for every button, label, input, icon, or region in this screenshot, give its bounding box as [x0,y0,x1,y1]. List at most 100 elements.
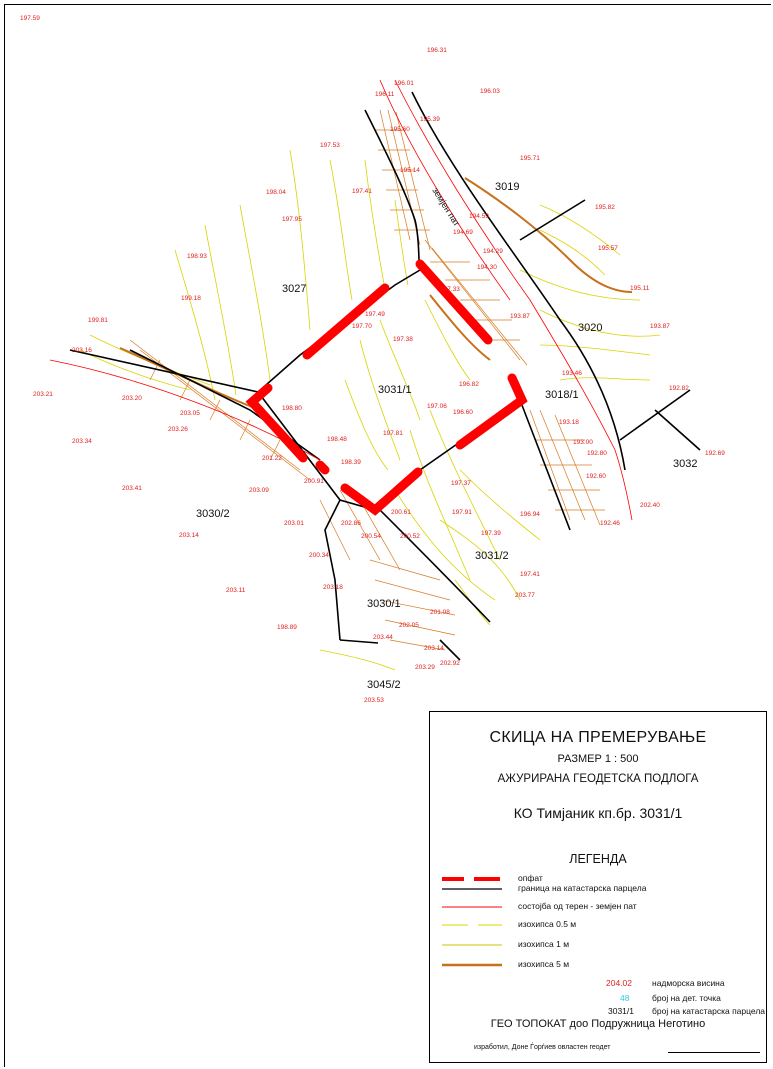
elevation-label: 200.52 [400,533,420,540]
elevation-label: 192.82 [669,385,689,392]
elevation-label: 193.87 [510,313,530,320]
elevation-label: 198.48 [327,436,347,443]
legend-sample-elevation: 204.02 [606,978,632,988]
elevation-label: 197.41 [520,571,540,578]
elevation-label: 197.37 [451,480,471,487]
elevation-label: 202.40 [640,502,660,509]
legend-label-elevation: надморска висина [652,978,725,988]
elevation-label: 201.22 [262,455,282,462]
elevation-label: 197.06 [427,403,447,410]
elevation-label: 203.14 [179,532,199,539]
elevation-label: 200.91 [304,478,324,485]
signature-line [668,1052,760,1053]
elevation-label: 197.81 [383,430,403,437]
road-lines [49,79,633,521]
title-block: СКИЦА НА ПРЕМЕРУВАЊЕ РАЗМЕР 1 : 500 АЖУР… [429,711,767,1063]
elevation-label: 203.21 [33,391,53,398]
elevation-label: 203.26 [168,426,188,433]
parcel-label: 3031/1 [378,384,412,396]
parcel-label: 3045/2 [367,679,401,691]
legend-label: изохипса 5 м [518,959,570,969]
elevation-label: 196.31 [427,47,447,54]
legend-label: опфат [518,873,543,883]
legend-label-point-number: број на дет. точка [652,993,721,1003]
elevation-label: 197.33 [440,286,460,293]
contour-lines-05 [79,149,661,671]
elevation-label: 203.34 [72,438,92,445]
elevation-label: 197.95 [282,216,302,223]
elevation-label: 197.41 [352,188,372,195]
legend-swatch-contour-1 [442,944,502,946]
legend-swatch-contour-05 [442,924,502,926]
road-label: земјен пат [430,186,462,228]
elevation-label: 196.94 [520,511,540,518]
elevation-label: 199.81 [88,317,108,324]
elevation-label: 195.57 [598,245,618,252]
elevation-label: 195.60 [390,126,410,133]
map-subtitle: АЖУРИРАНА ГЕОДЕТСКА ПОДЛОГА [497,773,699,785]
elevation-label: 203.09 [249,487,269,494]
company-name: ГЕО ТОПОКАТ доо Подружница Неготино [490,1018,706,1030]
legend-label: изохипса 1 м [518,939,570,949]
elevation-label: 196.11 [375,91,395,98]
elevation-label: 203.01 [284,520,304,527]
elevation-label: 192.60 [586,473,606,480]
elevation-label: 193.18 [559,419,579,426]
parcel-label: 3018/1 [545,389,579,401]
elevation-label: 203.18 [323,584,343,591]
elevation-label: 197.39 [481,530,501,537]
elevation-label: 197.70 [352,323,372,330]
parcel-label: 3019 [495,181,519,193]
map-title: СКИЦА НА ПРЕМЕРУВАЊЕ [489,729,707,746]
legend-sample-point-number: 48 [620,993,630,1003]
elevation-label: 200.54 [361,533,381,540]
opfat-boundary [245,259,528,516]
elevation-label: 195.82 [595,204,615,211]
legend-sample-parcel-number: 3031/1 [608,1006,634,1016]
legend-swatch-contour-5 [442,963,502,967]
elevation-label: 196.01 [394,80,414,87]
legend-swatch-opfat [442,877,500,881]
cadastral-municipality: КО Тимјаник кп.бр. 3031/1 [513,805,683,821]
parcel-label: 3030/2 [196,508,230,520]
parcel-borders [69,91,701,661]
page-frame [4,4,771,1067]
parcel-labels: 30273031/1301930203018/130323030/23030/1… [196,181,697,691]
legend-label: граница на катастарска парцела [518,883,647,893]
parcel-label: 3027 [282,283,306,295]
elevation-label: 203.05 [180,410,200,417]
legend-swatch-border [442,888,502,890]
elevation-label: 203.53 [364,697,384,704]
elevation-label: 195.14 [400,167,420,174]
elevation-label: 196.03 [480,88,500,95]
elevation-label: 198.04 [266,189,286,196]
elevation-label: 195.39 [420,116,440,123]
elevation-label: 192.69 [705,450,725,457]
elevation-label: 198.93 [187,253,207,260]
elevation-label: 198.80 [282,405,302,412]
elevation-label: 203.44 [373,634,393,641]
map-scale: РАЗМЕР 1 : 500 [557,753,639,765]
elevation-labels: 196.31 196.01 196.03 196.11 195.39 195.60 197.… [20,15,725,704]
elevation-label: 195.71 [520,155,540,162]
elevation-label: 194.59 [469,213,489,220]
parcel-label: 3020 [578,322,602,334]
legend-label: состојба од терен - земјен пат [518,901,637,911]
elevation-label: 193.87 [650,323,670,330]
elevation-label: 198.39 [341,459,361,466]
elevation-label: 197.91 [452,509,472,516]
elevation-label: 202.92 [440,660,460,667]
elevation-label: 203.41 [122,485,142,492]
legend-label-parcel-number: број на катастарска парцела [652,1006,766,1016]
elevation-label: 201.08 [430,609,450,616]
elevation-label: 195.11 [630,285,650,292]
elevation-label: 192.46 [600,520,620,527]
elevation-label: 199.18 [181,295,201,302]
parcel-label: 3032 [673,458,697,470]
elevation-label: 192.80 [587,450,607,457]
elevation-label: 202.05 [399,622,419,629]
elevation-label: 193.00 [573,439,593,446]
elevation-label: 194.69 [453,229,473,236]
elevation-label: 200.34 [309,552,329,559]
